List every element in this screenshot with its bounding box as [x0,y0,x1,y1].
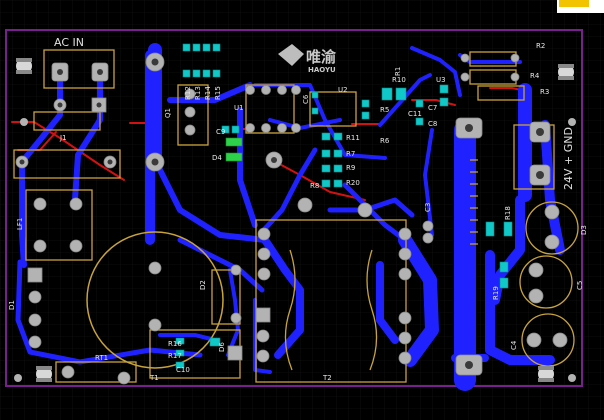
label-r5: R5 [380,106,389,114]
component-labels: AC IN 24V + GND J1 LF1 Q1 U1 U2 U3 T1 T2… [8,36,588,382]
label-d4: D4 [212,154,222,162]
label-r17: R17 [168,352,182,360]
label-lf1: LF1 [16,218,24,230]
label-c11: C11 [408,110,422,118]
label-t1: T1 [149,374,159,382]
mounting-screw-bottom-right [538,366,554,382]
label-c6: C6 [302,94,310,104]
label-j1: J1 [59,134,67,142]
label-c5: C5 [576,281,584,290]
label-dc-out: 24V + GND [562,127,575,190]
label-r12: R12 [184,86,192,100]
label-r10: R10 [392,76,406,84]
label-r14: R14 [204,86,212,100]
label-r1: R1 [394,67,402,76]
label-c8: C8 [428,120,437,128]
label-d6: D6 [218,342,226,352]
label-r20: R20 [346,179,360,187]
mounting-screw-top-right [558,64,574,80]
label-r6: R6 [380,137,390,145]
label-r4: R4 [530,72,540,80]
label-c3: C3 [424,203,432,212]
label-r9: R9 [346,164,355,172]
label-ac-in: AC IN [54,36,84,49]
label-r19: R19 [492,286,500,300]
label-d3: D3 [580,225,588,235]
label-r8: R8 [310,182,319,190]
label-u3: U3 [436,76,446,84]
mounting-screw-bottom-left [36,366,52,382]
label-rt1: RT1 [95,354,108,362]
board-outline [5,29,583,387]
label-r15: R15 [214,86,222,100]
label-r3: R3 [540,88,549,96]
silkscreen-layer [13,49,579,383]
label-d1: D1 [8,300,16,310]
label-c7: C7 [428,104,437,112]
label-r16: R16 [168,340,182,348]
label-d2: D2 [199,280,207,290]
mounting-screw-top-left [16,58,32,74]
label-r2: R2 [536,42,545,50]
logo-mark: 唯渝 [306,48,337,66]
label-r13: R13 [194,86,202,100]
label-u1: U1 [234,104,244,112]
bulk-capacitor-outline [86,231,224,369]
label-r7: R7 [346,150,355,158]
label-c4: C4 [510,340,518,350]
label-u2: U2 [338,86,348,94]
label-t2: T2 [322,374,332,382]
label-q1: Q1 [164,108,172,118]
through-hole-pads [15,52,568,385]
label-r18: R18 [504,206,512,220]
company-logo: 唯渝 HAOYU [278,44,337,74]
board-corner-markers [14,118,576,382]
smd-pads [175,43,513,369]
label-r11: R11 [346,134,360,142]
label-c9: C9 [216,128,225,136]
label-c10: C10 [176,366,190,374]
logo-sub: HAOYU [308,66,336,74]
corner-flag-yellow [559,0,589,7]
